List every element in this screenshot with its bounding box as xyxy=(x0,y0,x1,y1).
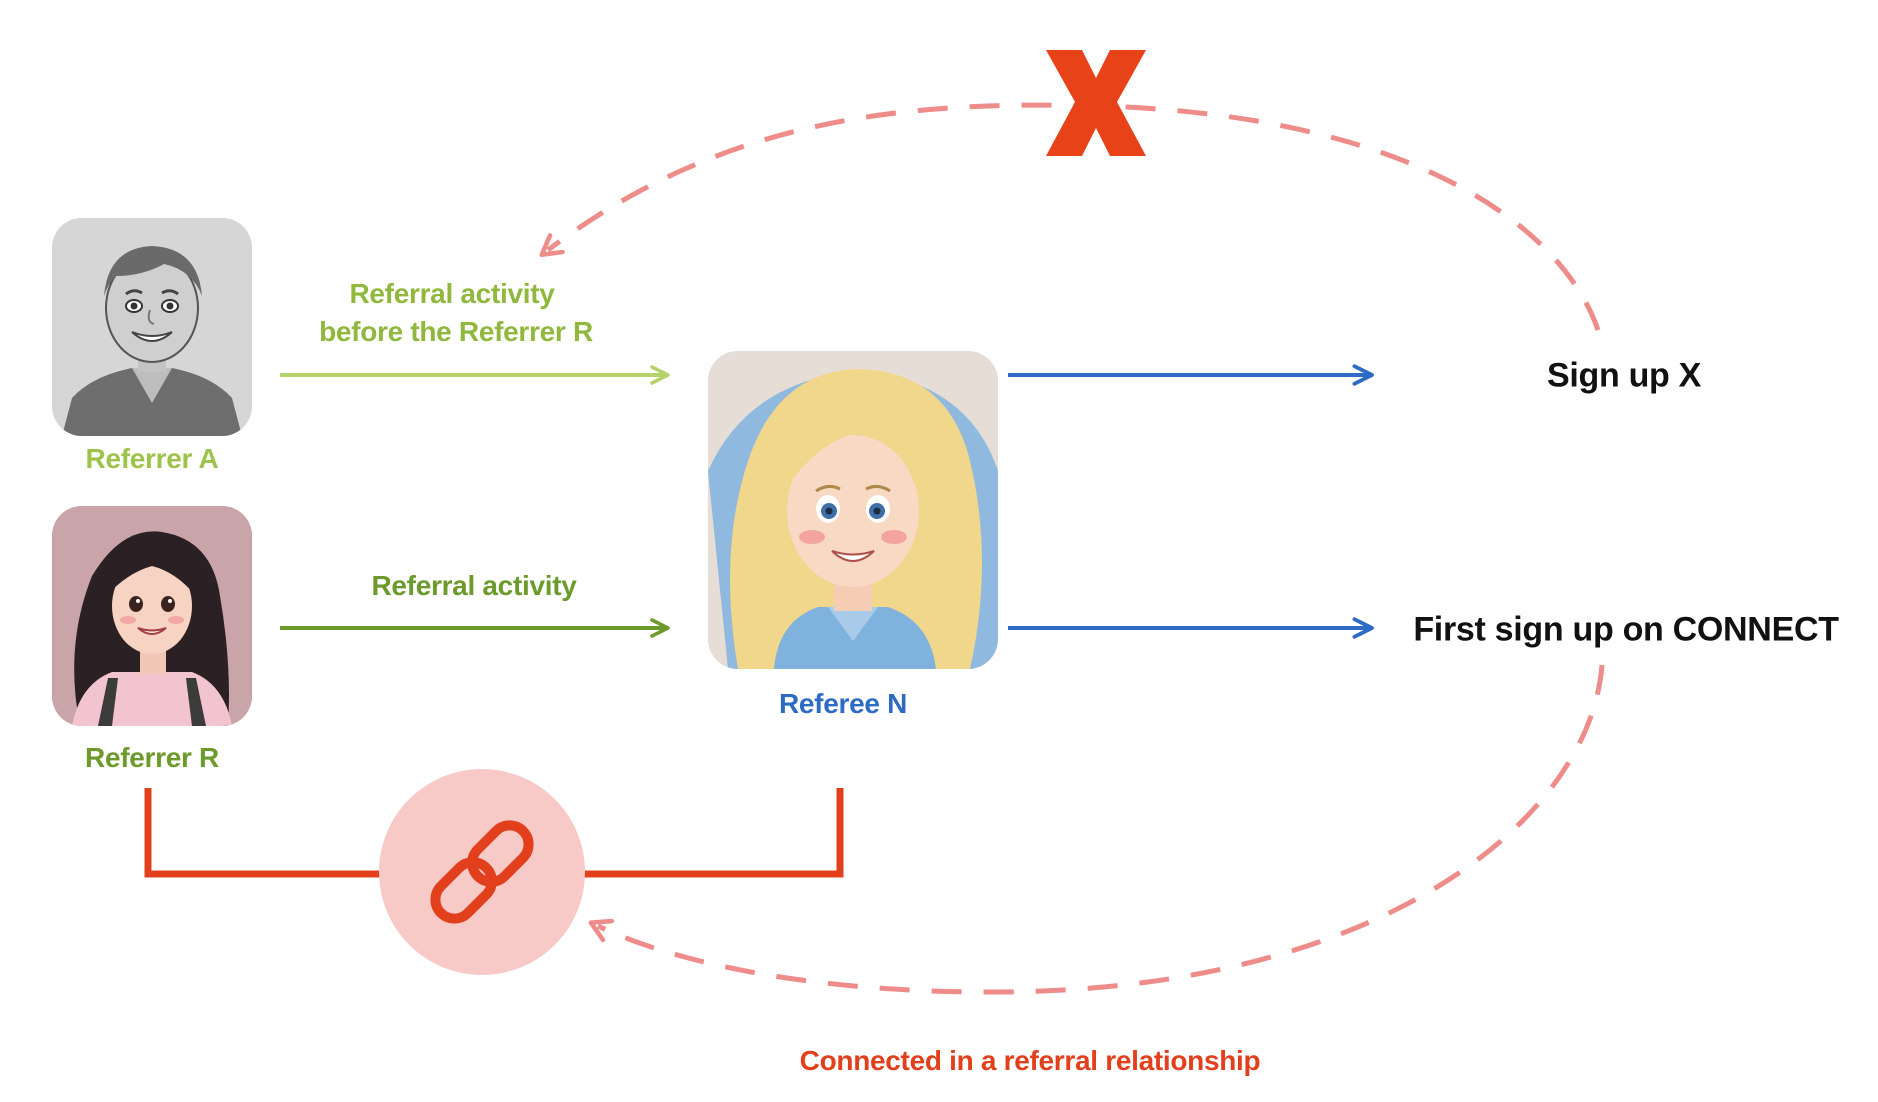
sign-up-x-label: Sign up X xyxy=(1546,356,1702,395)
referrer-a-label: Referrer A xyxy=(85,443,219,474)
connection-arc xyxy=(588,664,1605,995)
arrow-a-label-line2: before the Referrer R xyxy=(319,316,593,347)
link-icon xyxy=(430,820,534,924)
arrow-a-label-line1: Referral activity xyxy=(349,278,555,309)
referrer-a-avatar xyxy=(52,218,252,436)
referee-n-avatar xyxy=(708,351,998,669)
referee-n-label: Referee N xyxy=(778,688,908,719)
relationship-label: Connected in a referral relationship xyxy=(799,1045,1261,1076)
blocked-x-mark xyxy=(1046,50,1146,156)
first-sign-up-label: First sign up on CONNECT xyxy=(1413,610,1839,649)
link-circle xyxy=(379,769,585,975)
referrer-r-avatar xyxy=(52,506,252,726)
referrer-r-label: Referrer R xyxy=(85,742,219,773)
arrow-r-label: Referral activity xyxy=(371,570,577,601)
